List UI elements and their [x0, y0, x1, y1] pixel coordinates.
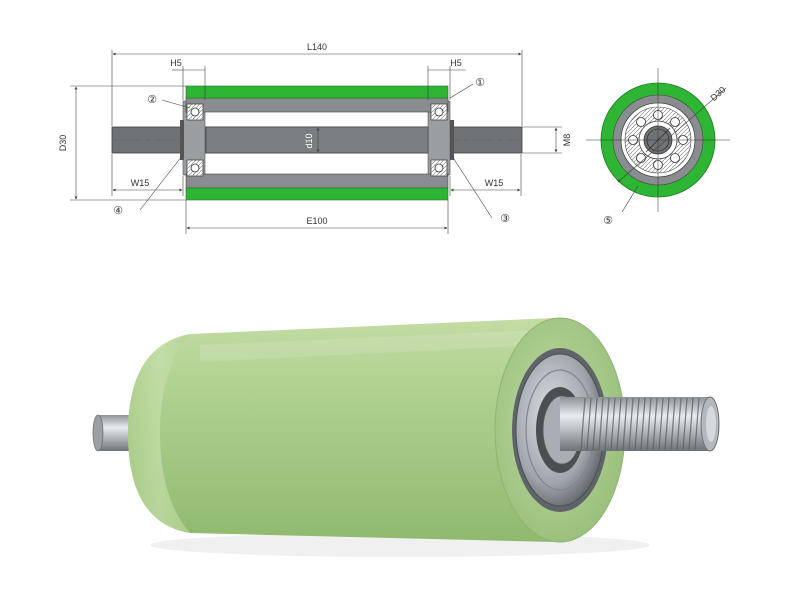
end-view: D30 ⑤: [586, 68, 730, 227]
callout-3: ③: [500, 213, 510, 225]
label-bearing-width-left: H5: [170, 58, 182, 68]
bearing-top-right: [430, 103, 448, 121]
label-shaft-end-right: W15: [485, 178, 504, 188]
pu-layer-bottom: [185, 187, 449, 201]
callout-5: ⑤: [603, 215, 613, 227]
roller-illustration: [92, 317, 720, 557]
bearing-bottom-right: [430, 159, 448, 177]
label-outer-diameter: D30: [58, 135, 68, 152]
tube-bottom: [185, 173, 449, 189]
callout-1: ①: [475, 77, 485, 89]
label-inner-diameter: d10: [304, 133, 314, 148]
label-overall-length: L140: [307, 42, 327, 52]
pu-layer-top: [185, 85, 449, 99]
callout-4: ④: [113, 205, 123, 217]
bearing-bottom-left: [186, 159, 204, 177]
callout-2: ②: [147, 94, 157, 106]
label-tube-length: E100: [306, 216, 327, 226]
label-end-diameter: D30: [709, 85, 728, 103]
tube-top: [185, 97, 449, 113]
side-section-view: L140 H5 H5 D30 d10 M8 W15 W15 E100 ① ② ④…: [58, 42, 572, 234]
label-thread: M8: [562, 134, 572, 147]
roller-body: [128, 318, 555, 542]
label-bearing-width-right: H5: [450, 58, 462, 68]
bearing-top-left: [186, 103, 204, 121]
threaded-shaft: [560, 396, 720, 452]
label-shaft-end-left: W15: [131, 178, 150, 188]
